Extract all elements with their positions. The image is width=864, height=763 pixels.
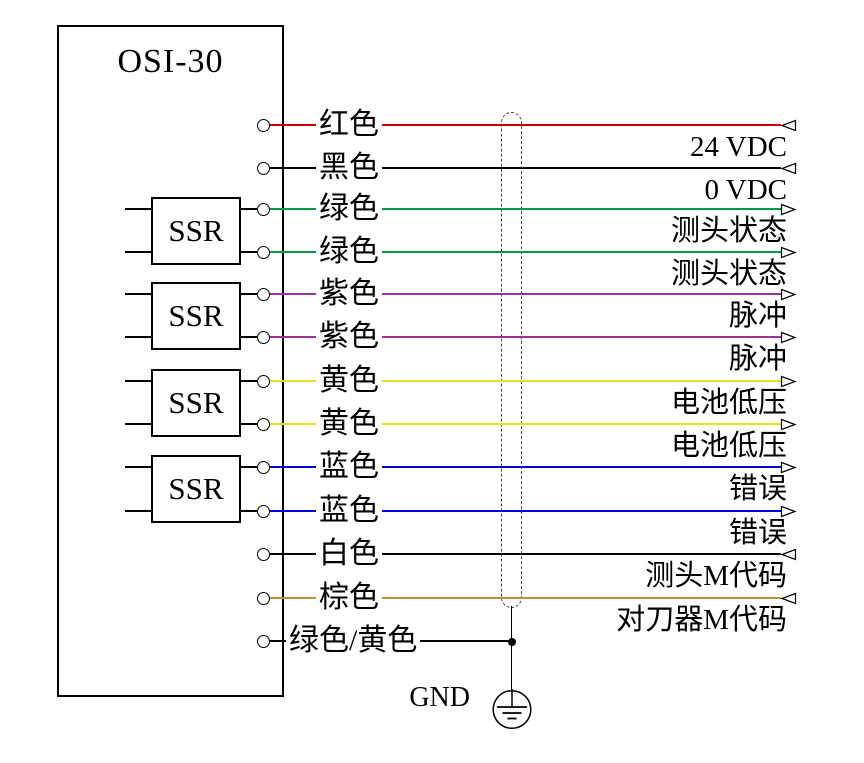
- terminal-circle: [256, 504, 270, 518]
- wire-color-label: 黄色: [316, 362, 382, 400]
- wire-color-label: 黑色: [316, 149, 382, 187]
- arrow-left-icon: [780, 119, 797, 132]
- arrow-right-icon: [780, 505, 797, 518]
- ssr-output-connector: [239, 423, 257, 425]
- ssr-output-connector: [239, 466, 257, 468]
- terminal-circle: [256, 460, 270, 474]
- terminal-circle: [256, 245, 270, 259]
- wire-line: [269, 251, 781, 253]
- arrow-left-icon: [780, 162, 797, 175]
- signal-label: 24 VDC: [690, 131, 787, 163]
- wire-color-label: 蓝色: [316, 448, 382, 486]
- signal-label: 测头状态: [670, 215, 787, 247]
- arrow-left-icon: [780, 548, 797, 561]
- wire-color-label: 黄色: [316, 405, 382, 443]
- signal-label: 电池低压: [670, 430, 787, 462]
- arrow-right-icon: [780, 246, 797, 259]
- arrow-right-icon: [780, 288, 797, 301]
- wire-line: [269, 597, 781, 599]
- wire-line: [269, 423, 781, 425]
- ssr-output-connector: [239, 293, 257, 295]
- wire-line: [269, 466, 781, 468]
- ground-label: GND: [409, 682, 470, 713]
- terminal-circle: [256, 161, 270, 175]
- terminal-circle: [256, 287, 270, 301]
- terminal-circle: [256, 591, 270, 605]
- wire-line: [269, 293, 781, 295]
- wire-color-label: 白色: [316, 535, 382, 573]
- signal-label: 电池低压: [670, 387, 787, 419]
- signal-label: 测头状态: [670, 258, 787, 290]
- device-outline-box: [57, 25, 284, 697]
- wire-color-label: 绿色: [316, 190, 382, 228]
- ssr-input-stub: [125, 380, 152, 382]
- wire-color-label: 蓝色: [316, 492, 382, 530]
- arrow-right-icon: [780, 375, 797, 388]
- wire-color-label: 绿色/黄色: [286, 622, 421, 660]
- ssr-input-stub: [125, 423, 152, 425]
- wire-color-label: 红色: [316, 106, 382, 144]
- ssr-output-connector: [239, 380, 257, 382]
- shield-drain-line: [510, 606, 512, 690]
- wire-line: [269, 208, 781, 210]
- cable-shield-outline: [501, 112, 522, 608]
- signal-label: 脉冲: [728, 343, 787, 375]
- ssr-input-stub: [125, 208, 152, 210]
- ssr-output-connector: [239, 251, 257, 253]
- wire-line: [269, 336, 781, 338]
- terminal-circle: [256, 634, 270, 648]
- wire-color-label: 紫色: [316, 318, 382, 356]
- wire-color-label: 紫色: [316, 275, 382, 313]
- arrow-right-icon: [780, 461, 797, 474]
- wire-line: [269, 553, 781, 555]
- ssr-relay-box: SSR: [151, 368, 241, 437]
- arrow-right-icon: [780, 418, 797, 431]
- ssr-relay-box: SSR: [151, 281, 241, 350]
- ssr-input-stub: [125, 293, 152, 295]
- signal-label: 0 VDC: [704, 174, 787, 206]
- ssr-relay-box: SSR: [151, 455, 241, 523]
- arrow-left-icon: [780, 592, 797, 605]
- signal-label: 对刀器M代码: [616, 604, 787, 636]
- arrow-right-icon: [780, 203, 797, 216]
- terminal-circle: [256, 547, 270, 561]
- ssr-input-stub: [125, 336, 152, 338]
- wire-line: [269, 380, 781, 382]
- wire-color-label: 绿色: [316, 233, 382, 271]
- signal-label: 测头M代码: [645, 560, 787, 592]
- signal-label: 脉冲: [728, 300, 787, 332]
- terminal-circle: [256, 202, 270, 216]
- ssr-input-stub: [125, 510, 152, 512]
- wire-color-label: 棕色: [316, 579, 382, 617]
- ssr-output-connector: [239, 336, 257, 338]
- ssr-input-stub: [125, 466, 152, 468]
- ssr-output-connector: [239, 208, 257, 210]
- wire-line: [269, 124, 781, 126]
- ssr-input-stub: [125, 251, 152, 253]
- ground-junction-dot: [508, 638, 516, 646]
- ssr-output-connector: [239, 510, 257, 512]
- ssr-relay-box: SSR: [151, 196, 241, 265]
- terminal-circle: [256, 417, 270, 431]
- wire-line: [269, 167, 781, 169]
- terminal-circle: [256, 330, 270, 344]
- earth-ground-icon: [492, 689, 532, 735]
- terminal-circle: [256, 118, 270, 132]
- terminal-circle: [256, 374, 270, 388]
- arrow-right-icon: [780, 331, 797, 344]
- signal-label: 错误: [728, 473, 787, 505]
- device-title: OSI-30: [117, 43, 224, 80]
- wire-line: [269, 510, 781, 512]
- signal-label: 错误: [728, 517, 787, 549]
